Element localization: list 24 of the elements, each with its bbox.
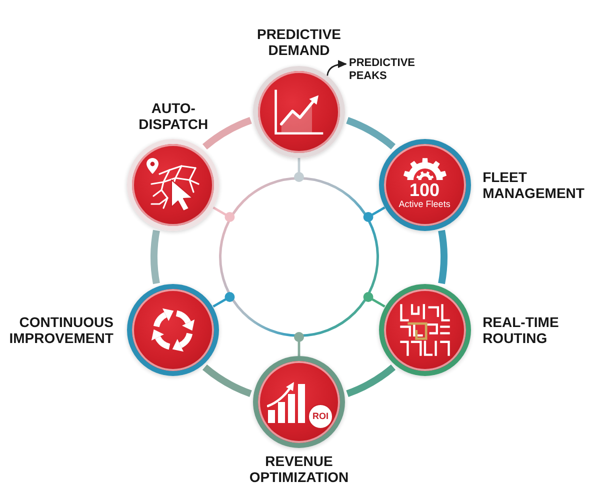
spoke-line (294, 332, 304, 356)
feature-title: REAL-TIME ROUTING (482, 314, 560, 346)
ring-segment (346, 117, 396, 150)
ring-segment (150, 230, 160, 284)
ring-segment (202, 117, 252, 150)
spoke-line (363, 206, 386, 222)
ring-segment (438, 230, 448, 284)
roi-badge: ROI (308, 404, 333, 429)
feature-title: FLEET MANAGEMENT (482, 168, 586, 200)
spoke-line (212, 292, 235, 308)
inner-ring (219, 177, 379, 337)
spoke-line (212, 206, 235, 222)
callout-text: PREDICTIVE PEAKS (349, 57, 425, 83)
spoke-line (294, 158, 304, 182)
feature-title: PREDICTIVE DEMAND (256, 26, 342, 58)
feature-title: AUTO-DISPATCH (138, 100, 210, 132)
curved-arrow (326, 60, 347, 76)
feature-title: REVENUE OPTIMIZATION (248, 453, 350, 485)
spoke-line (363, 292, 386, 308)
fleet-count: 100 (410, 180, 440, 198)
fleet-count-label: Active Fleets (398, 198, 450, 210)
feature-title: CONTINUOUS IMPROVEMENT (8, 314, 114, 346)
ring-segment (346, 364, 396, 397)
ring-segment (202, 364, 252, 397)
